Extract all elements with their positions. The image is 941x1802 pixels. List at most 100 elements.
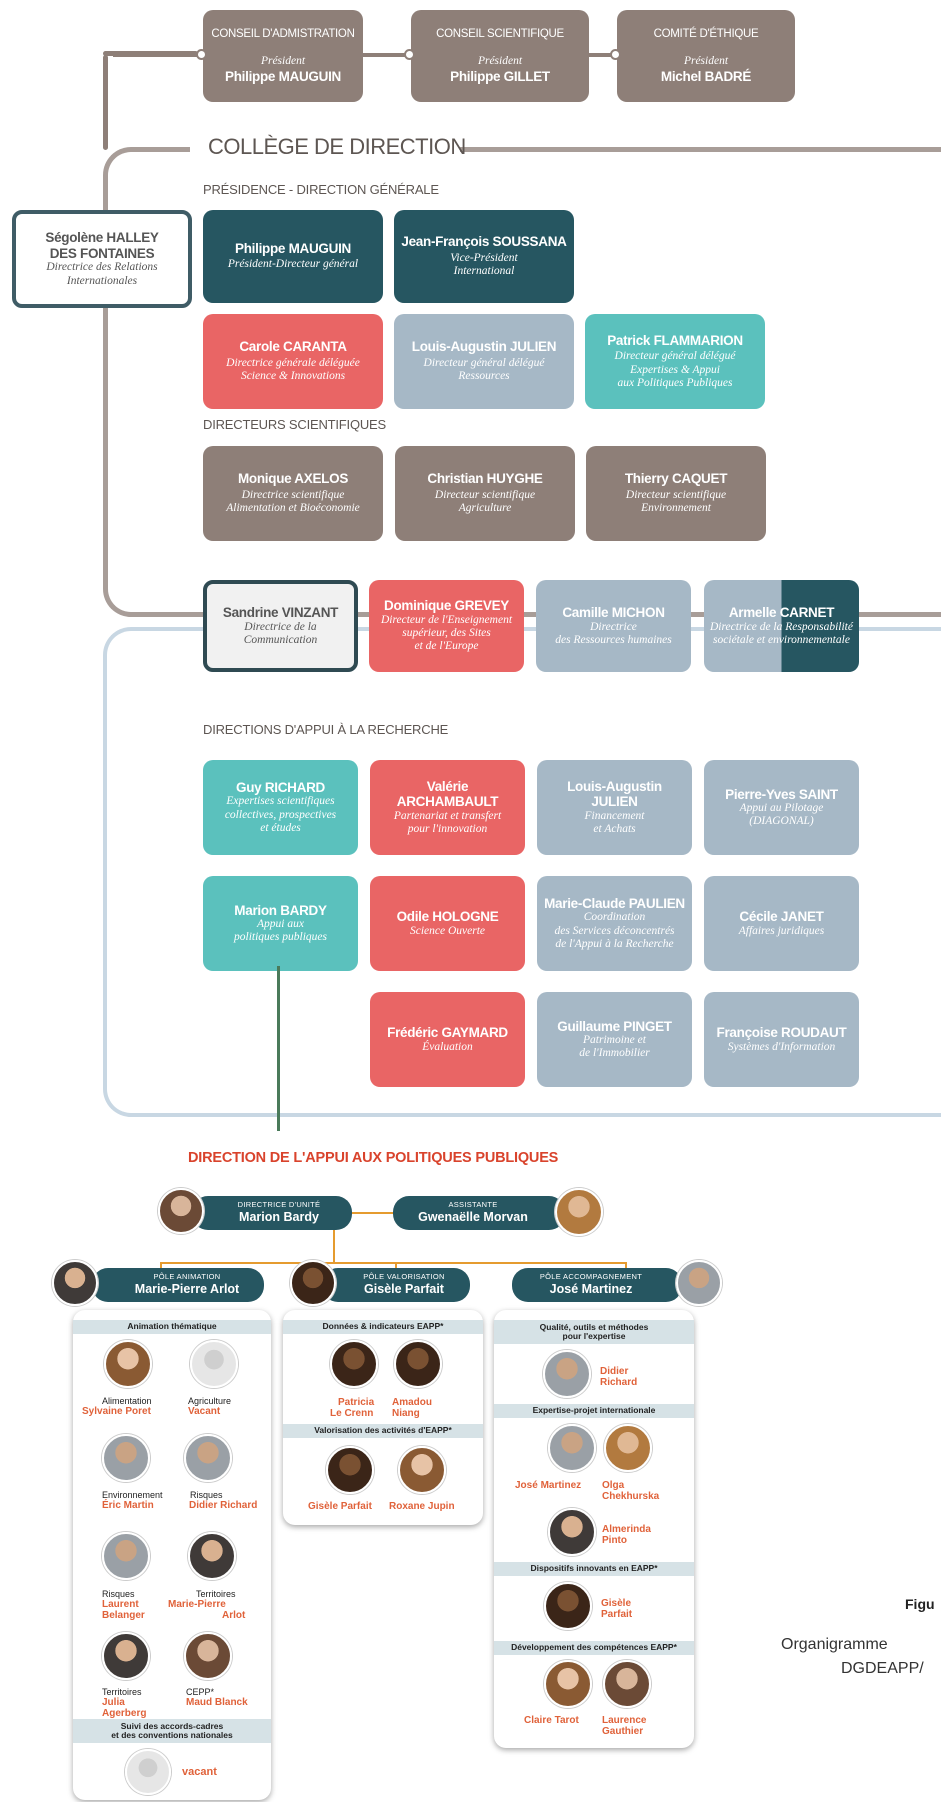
band-suivi-accords: Suivi des accords-cadres et des conventi… <box>73 1719 271 1743</box>
julien-fin-role-2: et Achats <box>593 823 636 836</box>
pinget-role-2: de l'Immobilier <box>579 1047 650 1060</box>
caption-line-2: DGDEAPP/ <box>841 1660 924 1677</box>
michon-role-2: des Ressources humaines <box>555 633 672 646</box>
pole-valorisation-name: Gisèle Parfait <box>364 1281 444 1296</box>
michon-role-1: Directrice <box>590 620 637 633</box>
avatar-bardy <box>158 1188 204 1234</box>
connector-dot <box>610 49 621 60</box>
top-connector-corner <box>103 51 198 56</box>
caranta-role-1: Directrice générale déléguée <box>226 356 360 369</box>
pill-pole-accompagnement: PÔLE ACCOMPAGNEMENT José Martinez <box>512 1268 682 1302</box>
gauthier-name-1: Laurence <box>602 1715 647 1726</box>
council-sci-name: Philippe GILLET <box>450 68 550 84</box>
parfait-valo-name: Gisèle Parfait <box>308 1501 372 1512</box>
suivi-vacant-name: vacant <box>182 1766 217 1778</box>
avatar-martinez <box>676 1260 722 1306</box>
carnet-role-1: Directrice de la Responsabilité <box>710 620 853 633</box>
band-valorisation-activites: Valorisation des activités d'EAPP* <box>283 1424 483 1438</box>
parfait-disp-name-1: Gisèle <box>601 1598 632 1609</box>
council-sci-title: CONSEIL SCIENTIFIQUE <box>436 27 564 40</box>
belanger-name-2: Belanger <box>102 1610 145 1621</box>
box-saint: Pierre-Yves SAINT Appui au Pilotage (DIA… <box>704 760 859 855</box>
niang-name-2: Niang <box>392 1408 420 1419</box>
avatar-arlot-terr <box>188 1532 236 1580</box>
avatar-vacant-suivi <box>125 1749 171 1795</box>
archambault-role-1: Partenariat et transfert <box>393 809 502 822</box>
pole-animation-role: PÔLE ANIMATION <box>153 1272 221 1282</box>
avatar-martinez-exp <box>548 1424 596 1472</box>
saint-role-1: Appui au Pilotage <box>739 802 824 815</box>
flammarion-role-3: aux Politiques Publiques <box>617 377 733 390</box>
agerberg-name-2: Agerberg <box>102 1708 147 1719</box>
huyghe-name: Christian HUYGHE <box>427 471 543 487</box>
arlot-terr-role: Territoires <box>196 1589 236 1599</box>
pill-directrice: DIRECTRICE D'UNITÉ Marion Bardy <box>192 1196 352 1230</box>
belanger-name-1: Laurent <box>102 1599 139 1610</box>
council-ethique: COMITÉ D'ÉTHIQUE Président Michel BADRÉ <box>617 10 795 102</box>
council-sci: CONSEIL SCIENTIFIQUE Président Philippe … <box>411 10 589 102</box>
college-title: COLLÈGE DE DIRECTION <box>208 134 466 159</box>
caranta-role-2: Science & Innovations <box>240 370 346 383</box>
paulien-role-1: Coordination <box>583 911 646 924</box>
hologne-name: Odile HOLOGNE <box>396 909 499 925</box>
richard-name: Guy RICHARD <box>236 779 325 795</box>
belanger-role: Risques <box>102 1589 135 1599</box>
box-pinget: Guillaume PINGET Patrimoine et de l'Immo… <box>537 992 692 1087</box>
richard-risques-name: Didier Richard <box>189 1500 258 1511</box>
avatar-chekhurska <box>604 1424 652 1472</box>
vinzant-role-2: Communication <box>243 633 318 646</box>
flammarion-role-2: Expertises & Appui <box>630 363 720 376</box>
college-title-mask <box>190 135 460 160</box>
gaymard-name: Frédéric GAYMARD <box>387 1025 508 1041</box>
martinez-exp-name: José Martinez <box>515 1480 582 1491</box>
box-caranta: Carole CARANTA Directrice générale délég… <box>203 314 383 409</box>
dapp-stem <box>333 1212 335 1262</box>
paulien-role-2: des Services déconcentrés <box>554 924 675 937</box>
relations-name-2: DES FONTAINES <box>49 245 155 261</box>
avatar-pinto <box>548 1508 596 1556</box>
band-donnees-indicateurs: Données & indicateurs EAPP* <box>283 1320 483 1334</box>
axelos-name: Monique AXELOS <box>237 471 349 487</box>
council-admin-title: CONSEIL D'ADMISTRATION <box>211 27 355 40</box>
box-caquet: Thierry CAQUET Directeur scientifique En… <box>586 446 766 541</box>
council-ethique-role: Président <box>683 55 729 68</box>
richard-risques-role: Risques <box>190 1490 223 1500</box>
caquet-role-1: Directeur scientifique <box>625 488 727 501</box>
avatar-niang <box>394 1340 442 1388</box>
council-admin: CONSEIL D'ADMISTRATION Président Philipp… <box>203 10 363 102</box>
council-sci-role: Président <box>477 55 523 68</box>
archambault-name: Valérie ARCHAMBAULT <box>396 778 499 810</box>
relations-role-1: Directrice des Relations <box>46 261 158 274</box>
top-connector-h <box>113 53 633 57</box>
avatar-gauthier <box>603 1660 651 1708</box>
avatar-poret <box>104 1340 152 1388</box>
tarot-name: Claire Tarot <box>524 1715 579 1726</box>
le-crenn-name-2: Le Crenn <box>330 1408 374 1419</box>
agerberg-name-1: Julia <box>102 1697 125 1708</box>
box-grevey: Dominique GREVEY Directeur de l'Enseigne… <box>369 580 524 672</box>
julien-fin-name: Louis-Augustin JULIEN <box>567 778 662 810</box>
top-connector-v <box>103 55 108 150</box>
mauguin-role: Président-Directeur général <box>227 258 359 271</box>
vinzant-name: Sandrine VINZANT <box>222 605 339 621</box>
caquet-role-2: Environnement <box>641 502 711 515</box>
box-julien-dg: Louis-Augustin JULIEN Directeur général … <box>394 314 574 409</box>
soussana-name: Jean-François SOUSSANA <box>401 234 567 250</box>
connector-dot <box>404 49 415 60</box>
chekhurska-name-1: Olga <box>602 1480 625 1491</box>
soussana-role-1: Vice-Président <box>450 251 518 264</box>
agri-role: Agriculture <box>188 1396 232 1406</box>
box-bardy: Marion BARDY Appui aux politiques publiq… <box>203 876 358 971</box>
blanck-name: Maud Blanck <box>186 1697 248 1708</box>
janet-role-1: Affaires juridiques <box>738 924 825 937</box>
gauthier-name-2: Gauthier <box>602 1726 644 1737</box>
avatar-belanger <box>102 1532 150 1580</box>
caption-line-1: Organigramme <box>781 1636 888 1653</box>
julien-dg-role-2: Ressources <box>458 370 510 383</box>
huyghe-role-1: Directeur scientifique <box>434 488 536 501</box>
pole-valorisation-role: PÔLE VALORISATION <box>363 1272 445 1282</box>
agri-name: Vacant <box>188 1406 221 1417</box>
avatar-le-crenn <box>330 1340 378 1388</box>
box-hologne: Odile HOLOGNE Science Ouverte <box>370 876 525 971</box>
arlot-terr-name-2: Arlot <box>222 1610 246 1621</box>
